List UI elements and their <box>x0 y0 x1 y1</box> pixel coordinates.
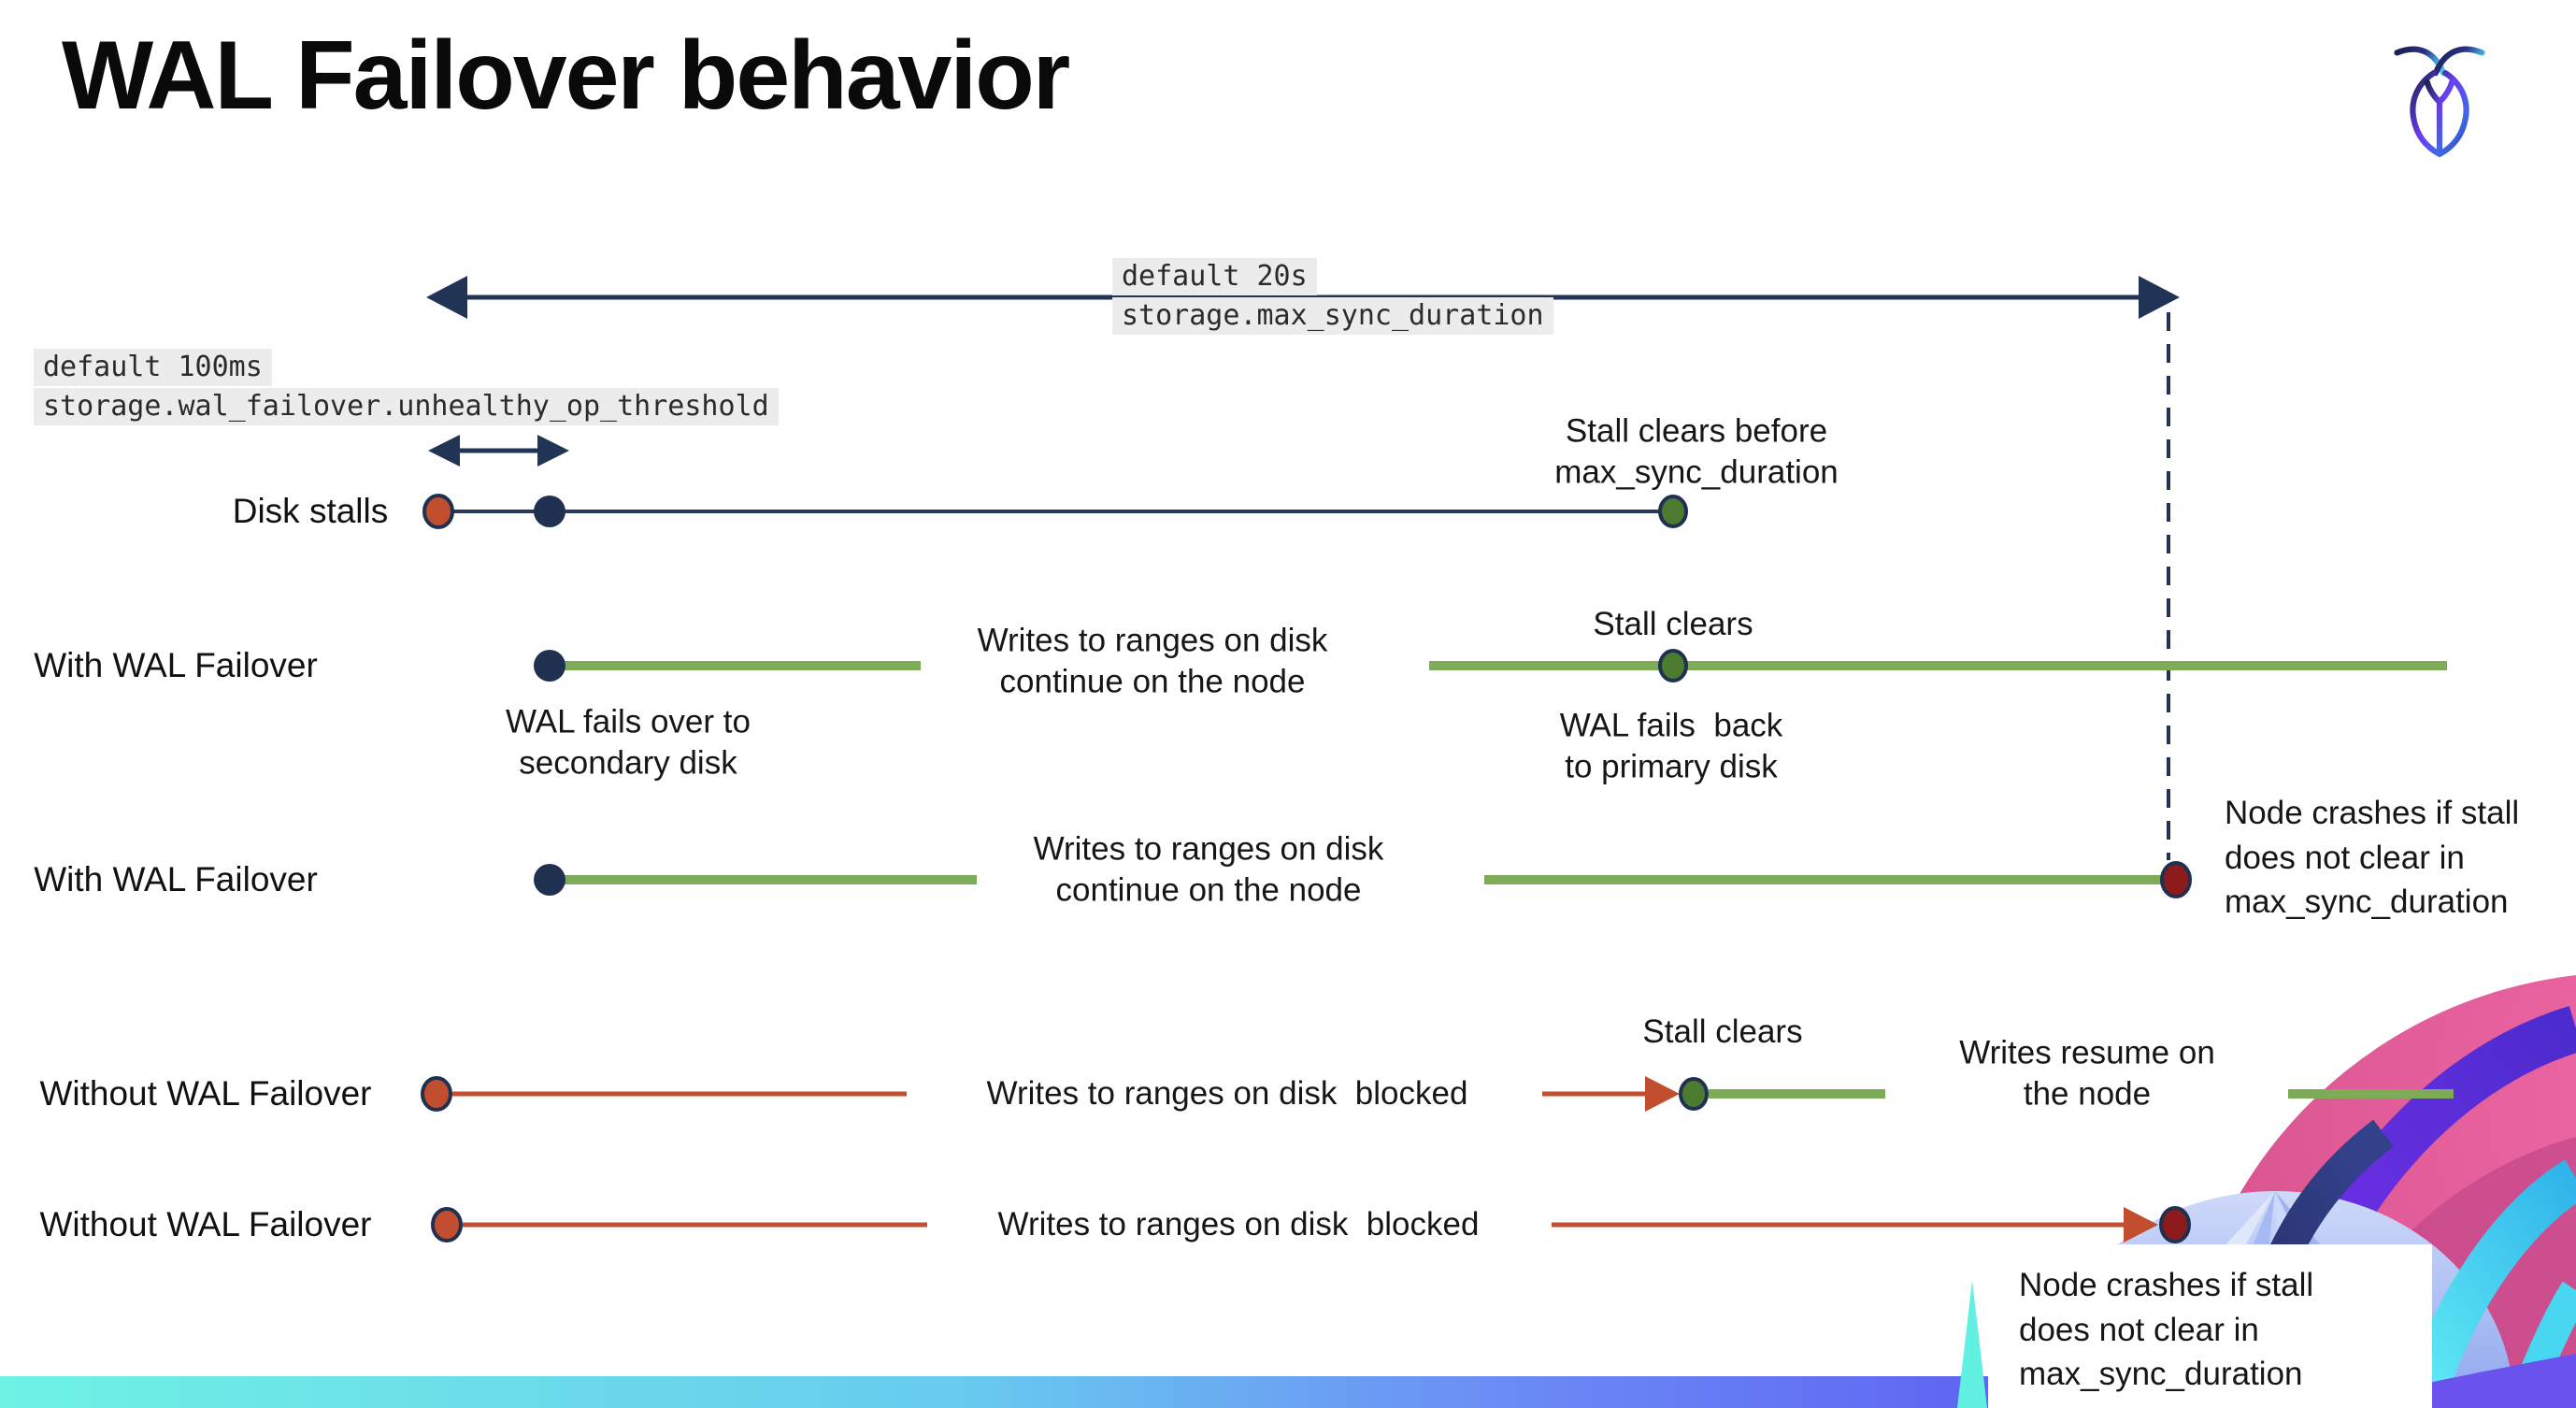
row5-crash-note: Node crashes if stall does not clear in … <box>2019 1267 2314 1393</box>
row2-failback-note: WAL fails back to primary disk <box>1559 707 1783 785</box>
row5-writes-blocked-note: Writes to ranges on disk blocked <box>997 1205 1480 1243</box>
row4-stall-clears-note: Stall clears <box>1642 1013 1803 1050</box>
row3-failover-dot <box>534 864 565 896</box>
max-sync-duration-callout: default 20s storage.max_sync_duration <box>1112 258 1553 337</box>
row5-crash-callout-box: Node crashes if stall does not clear in … <box>1988 1244 2432 1408</box>
arrowhead-right-icon <box>537 435 569 467</box>
arrowhead-left-icon <box>426 276 467 319</box>
row1-stall-clears-note: Stall clears before max_sync_duration <box>1554 412 1839 491</box>
cockroachdb-logo-icon <box>2394 46 2485 157</box>
row4-stall-start-dot <box>421 1076 452 1112</box>
row-label-without-wal-failover-1: Without WAL Failover <box>39 1074 372 1113</box>
logo-stem <box>2424 79 2455 152</box>
row-label-without-wal-failover-2: Without WAL Failover <box>39 1205 372 1243</box>
row1-threshold-dot <box>534 496 565 527</box>
row3-crash-dot <box>2160 861 2192 898</box>
row1-stall-start-dot <box>422 494 454 529</box>
row3-crash-note: Node crashes if stall does not clear in … <box>2225 795 2520 921</box>
row5-crash-dot <box>2159 1206 2191 1243</box>
logo-body <box>2410 70 2469 157</box>
row1-stall-clears-dot <box>1658 495 1688 528</box>
row2-stall-clears-note: Stall clears <box>1593 605 1753 642</box>
row2-writes-note: Writes to ranges on disk continue on the… <box>977 622 1328 700</box>
page-title: WAL Failover behavior <box>62 22 1070 130</box>
row4-writes-blocked-note: Writes to ranges on disk blocked <box>986 1074 1468 1112</box>
cyan-arc <box>2399 1159 2576 1408</box>
row5-stall-start-dot <box>431 1207 463 1243</box>
arrowhead-right-icon <box>1645 1076 1680 1112</box>
row3-writes-note: Writes to ranges on disk continue on the… <box>1033 830 1384 909</box>
row2-stall-clears-dot <box>1658 649 1688 682</box>
unhealthy-op-threshold-callout: default 100ms storage.wal_failover.unhea… <box>34 349 779 427</box>
arrowhead-right-icon <box>2139 276 2180 319</box>
setting-default-value: default 100ms <box>34 349 272 386</box>
row4-stall-clears-dot <box>1679 1077 1709 1111</box>
arrowhead-right-icon <box>2124 1207 2158 1243</box>
row-label-with-wal-failover-1: With WAL Failover <box>34 646 318 684</box>
row2-failover-dot <box>534 650 565 682</box>
row-label-disk-stalls: Disk stalls <box>232 492 389 530</box>
setting-default-value: default 20s <box>1112 258 1317 295</box>
setting-name: storage.wal_failover.unhealthy_op_thresh… <box>34 388 779 425</box>
setting-name: storage.max_sync_duration <box>1112 297 1553 335</box>
row2-failover-note: WAL fails over to secondary disk <box>506 703 751 782</box>
row4-writes-resume-note: Writes resume on the node <box>1959 1034 2215 1113</box>
arrowhead-left-icon <box>428 435 460 467</box>
logo-antenna-right <box>2432 46 2485 77</box>
row-label-with-wal-failover-2: With WAL Failover <box>34 860 318 898</box>
